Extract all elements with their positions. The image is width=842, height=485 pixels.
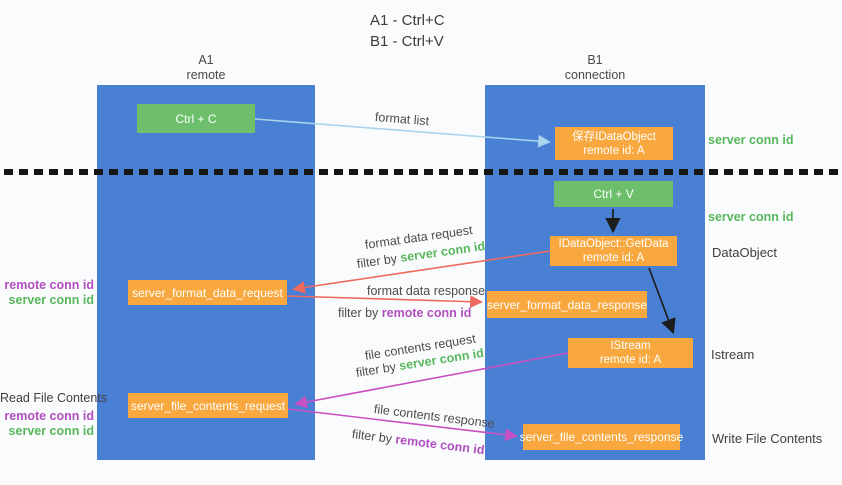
format-data-response-label: format data response [367,284,486,298]
ctrl-c-node: Ctrl + C [137,104,255,133]
file-contents-response-label: file contents response [373,402,496,431]
server-file-contents-request-node: server_file_contents_request [128,393,288,418]
istream-line2: remote id: A [599,354,662,366]
istream-node: IStream remote id: A [568,338,693,368]
format-data-response-filter-label: filter by remote conn id [338,306,471,320]
save-idataobject-line2: remote id: A [583,144,645,157]
getdata-line1: IDataObject::GetData [558,238,669,250]
format-list-label: format list [374,110,430,129]
lifeline-b1-id: B1 [587,53,603,67]
save-idataobject-node: 保存IDataObject remote id: A [555,127,673,160]
istream-line1: IStream [610,340,651,352]
ctrl-v-node: Ctrl + V [554,181,673,207]
getdata-line2: remote id: A [582,252,645,264]
istream-side-label: Istream [711,347,755,362]
server-format-data-response-node: server_format_data_response [487,291,647,318]
filter-by-text: filter by [338,306,379,320]
lifeline-a1-role: remote [186,68,226,82]
server-conn-id-right-mid-label: server conn id [708,210,794,224]
file-contents-response-filter-label: filter by remote conn id [351,427,485,457]
lifeline-header-b1: B1 connection [485,53,705,83]
read-file-contents-label: Read File Contents [0,391,108,405]
remote-conn-id-label: remote conn id [4,278,94,292]
server-format-data-response-label: server_format_data_response [486,297,648,312]
filter-by-text: filter by [351,427,393,446]
server-conn-id-label: server conn id [8,423,94,438]
diagram-title: A1 - Ctrl+C B1 - Ctrl+V [370,10,445,52]
left-conn-id-group-1: remote conn id server conn id [0,278,94,307]
left-conn-id-group-2: remote conn id server conn id [0,409,94,438]
server-conn-id-right-top-label: server conn id [708,133,794,147]
ctrl-c-label: Ctrl + C [175,111,217,126]
lifeline-b1-role: connection [564,68,626,82]
lifeline-header-a1: A1 remote [97,53,315,83]
save-idataobject-line1: 保存IDataObject [572,130,656,143]
lifeline-a1-id: A1 [198,53,214,67]
dataobject-label: DataObject [712,245,778,260]
remote-conn-id-key: remote conn id [381,306,472,320]
ctrl-v-label: Ctrl + V [593,187,634,201]
title-line-1: A1 - Ctrl+C [370,12,445,29]
server-file-contents-response-label: server_file_contents_response [519,430,684,444]
getdata-node: IDataObject::GetData remote id: A [550,236,677,266]
remote-conn-id-key: remote conn id [394,432,486,458]
server-conn-id-label: server conn id [8,292,94,307]
phase-divider-dashed-line [4,169,838,175]
server-file-contents-request-label: server_file_contents_request [130,398,286,413]
server-format-data-request-node: server_format_data_request [128,280,287,305]
remote-conn-id-label: remote conn id [4,409,94,423]
write-file-contents-label: Write File Contents [712,431,823,446]
filter-by-text: filter by [354,359,397,380]
server-file-contents-response-node: server_file_contents_response [519,424,684,450]
filter-by-text: filter by [356,251,398,271]
title-line-2: B1 - Ctrl+V [370,33,444,50]
server-format-data-request-label: server_format_data_request [132,285,283,300]
